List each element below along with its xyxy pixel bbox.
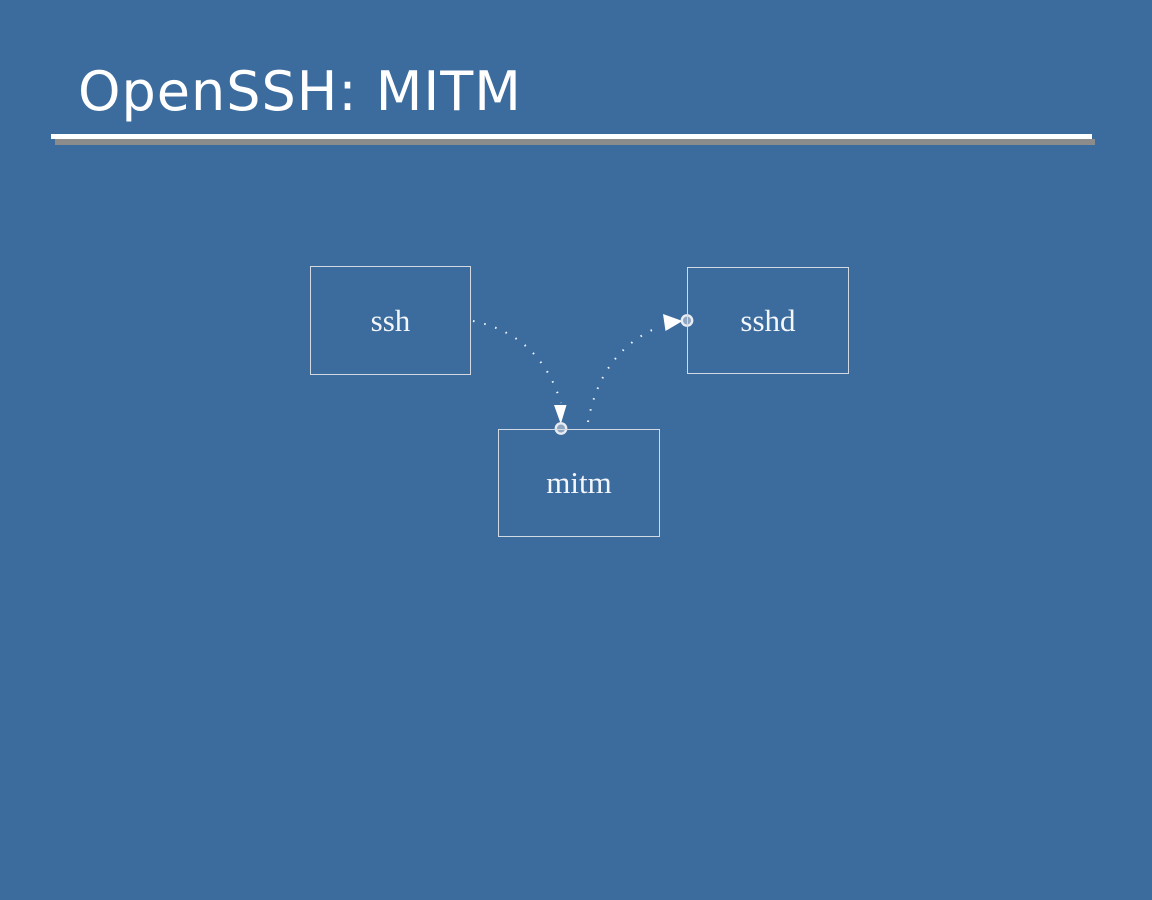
node-ssh: ssh [310, 266, 471, 375]
node-mitm: mitm [498, 429, 660, 537]
node-mitm-label: mitm [546, 465, 612, 500]
edge-ssh-to-mitm [472, 320, 562, 404]
title-underline [51, 134, 1092, 139]
arrowhead-right-icon [663, 314, 683, 331]
arrowhead-down-icon [554, 405, 567, 424]
node-sshd: sshd [687, 267, 849, 374]
node-ssh-label: ssh [370, 302, 411, 338]
node-sshd-label: sshd [740, 302, 796, 338]
page-title: OpenSSH: MITM [78, 60, 522, 123]
title-underline-shadow [55, 139, 1095, 145]
edge-mitm-to-sshd [587, 325, 662, 423]
